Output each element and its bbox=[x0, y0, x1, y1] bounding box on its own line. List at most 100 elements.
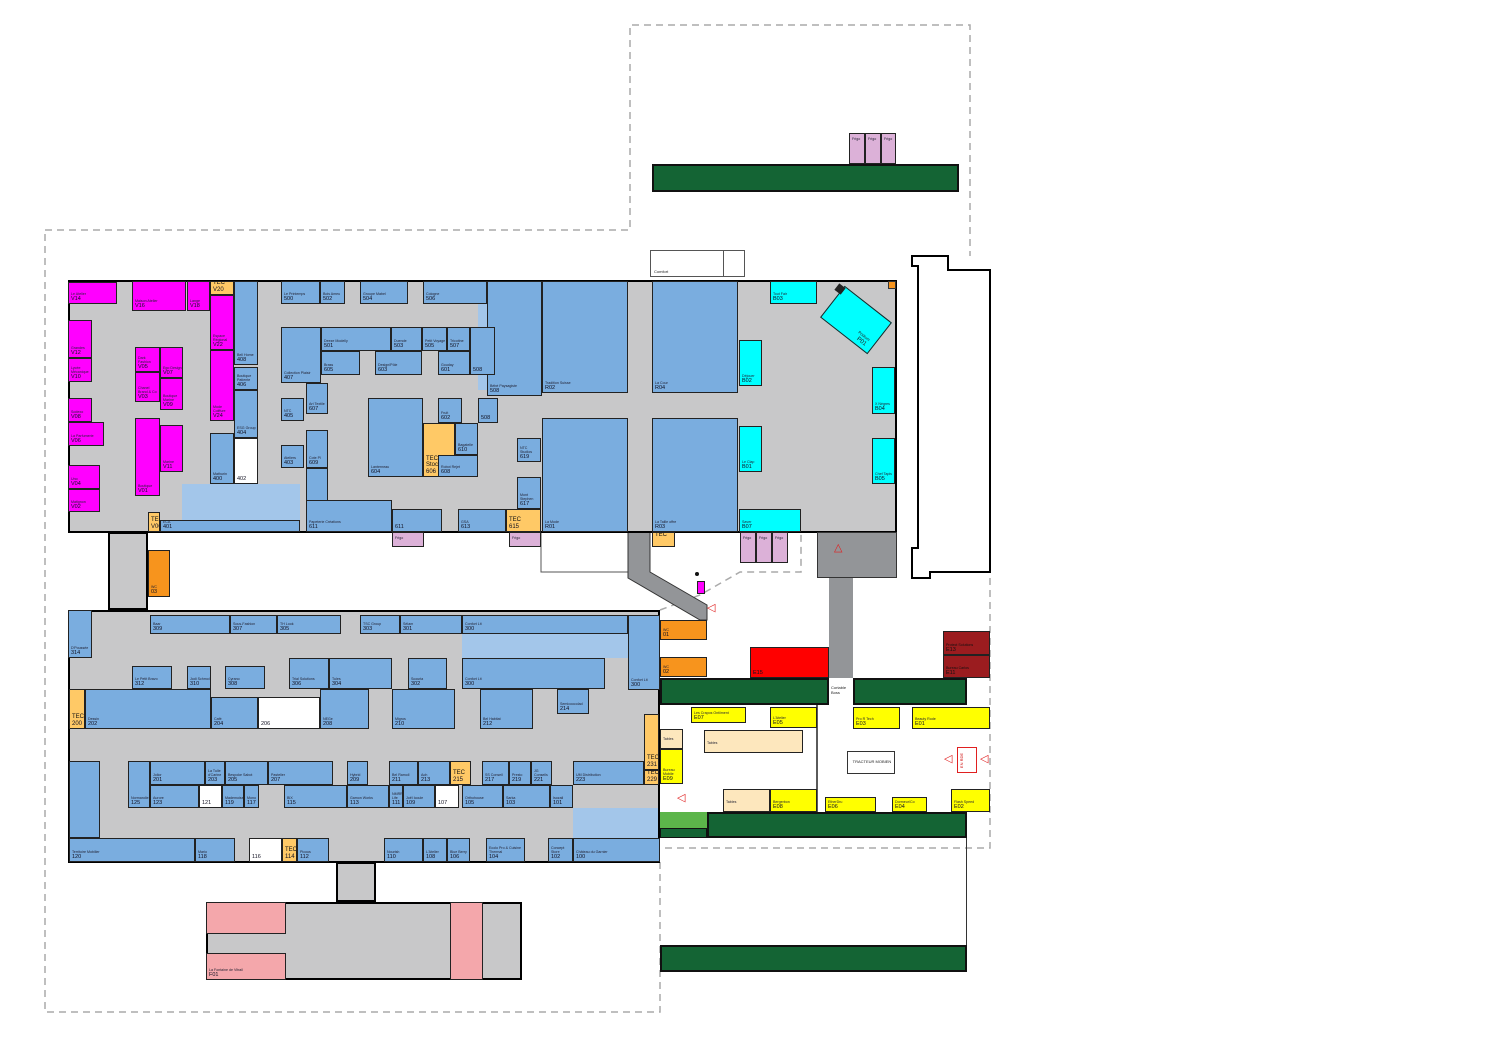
tracteur-box[interactable]: TRACTEUR MOBIEN bbox=[847, 751, 895, 774]
room-508b[interactable]: 508 bbox=[470, 327, 495, 375]
room-611b[interactable]: 611 bbox=[392, 509, 442, 532]
room-206[interactable]: 206 bbox=[258, 697, 320, 729]
room-508c[interactable]: 508 bbox=[478, 398, 498, 423]
room-tecr[interactable]: TEC bbox=[652, 532, 675, 547]
fridge-ft1[interactable]: Frigo bbox=[849, 133, 865, 164]
room-107[interactable]: 107 bbox=[435, 785, 459, 808]
room-402[interactable]: 402 bbox=[234, 438, 258, 484]
room-f03[interactable] bbox=[450, 902, 483, 980]
room-t3[interactable]: Tables bbox=[723, 789, 770, 812]
room-v00[interactable]: TECV00 bbox=[148, 512, 160, 532]
room-f02[interactable] bbox=[206, 902, 286, 934]
fridge-ft2[interactable]: Frigo bbox=[865, 133, 881, 164]
room-121[interactable]: 121 bbox=[199, 785, 222, 808]
room-116[interactable]: 116 bbox=[249, 838, 282, 862]
